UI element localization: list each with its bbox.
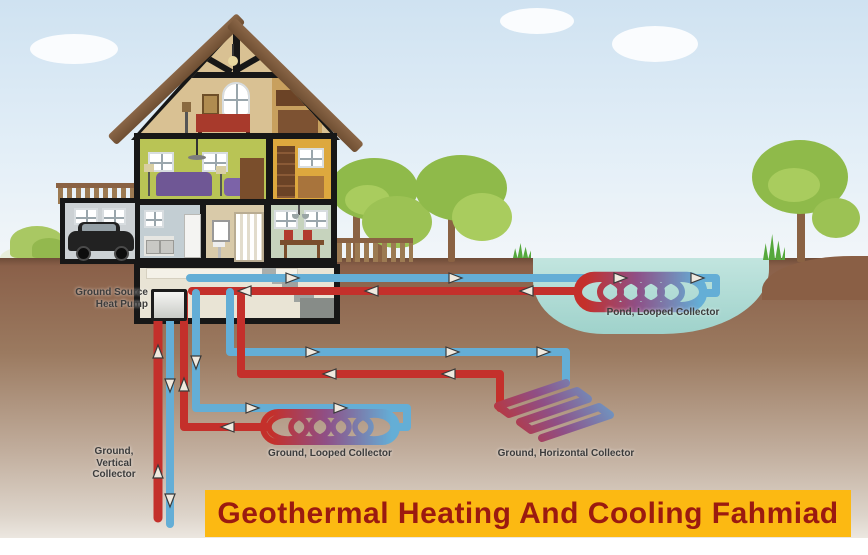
flow-arrow xyxy=(536,346,552,358)
sink-pedestal xyxy=(218,247,221,258)
flow-arrow xyxy=(285,272,301,284)
tree-canopy xyxy=(812,198,860,238)
flow-arrow xyxy=(440,368,456,380)
table-leg xyxy=(284,245,287,258)
window xyxy=(274,210,298,229)
tree-canopy xyxy=(452,193,512,241)
floor-lamp-pole xyxy=(148,172,150,196)
pendant-light xyxy=(196,139,198,155)
attic-window xyxy=(222,82,250,116)
bathroom xyxy=(206,205,264,262)
flow-arrow xyxy=(245,402,261,414)
basement-floor-slab xyxy=(300,298,334,318)
flow-arrow xyxy=(236,285,252,297)
table-leg xyxy=(317,245,320,258)
door xyxy=(240,158,264,199)
ground-horizontal-label: Ground, Horizontal Collector xyxy=(497,448,635,459)
flow-arrow xyxy=(305,346,321,358)
stairs-step xyxy=(262,268,276,276)
tree-canopy xyxy=(768,168,820,202)
flow-arrow xyxy=(690,272,706,284)
truss-king-post xyxy=(233,32,240,74)
vertical-collector-label: Ground, Vertical Collector xyxy=(92,446,136,480)
flow-arrow xyxy=(363,285,379,297)
title-banner: Geothermal Heating And Cooling Fahmiad xyxy=(205,490,851,537)
tree-trunk xyxy=(797,210,805,262)
flow-arrow xyxy=(518,285,534,297)
lamp-pole xyxy=(185,112,188,134)
cabinet-door xyxy=(160,240,174,254)
garage xyxy=(65,203,135,261)
flow-arrow xyxy=(190,355,202,371)
flow-arrow xyxy=(152,463,164,479)
cloud xyxy=(612,26,698,62)
floor-lamp-pole xyxy=(220,174,222,196)
pendant-light xyxy=(232,44,234,56)
tree-trunk xyxy=(448,203,455,262)
flow-arrow xyxy=(333,402,349,414)
tree-trunk xyxy=(353,198,360,262)
flow-arrow xyxy=(445,346,461,358)
cloud xyxy=(500,8,574,34)
truss-tie-beam xyxy=(188,72,284,78)
sink xyxy=(213,242,225,247)
chair xyxy=(284,230,293,243)
chandelier-shade xyxy=(302,214,309,219)
window xyxy=(298,148,324,168)
flow-arrow xyxy=(164,378,176,394)
mirror xyxy=(212,220,230,242)
floor-lamp-shade xyxy=(216,166,226,174)
chair xyxy=(303,230,312,243)
bush xyxy=(32,238,66,258)
flow-arrow xyxy=(178,376,190,392)
window xyxy=(102,208,126,225)
pendant-bulb xyxy=(228,56,238,66)
dining-table xyxy=(280,240,324,245)
study-room xyxy=(273,139,331,199)
window xyxy=(74,208,98,225)
dining-room xyxy=(271,205,331,258)
bookshelf xyxy=(277,146,295,198)
flow-arrow xyxy=(164,493,176,509)
pond-looped-label: Pond, Looped Collector xyxy=(606,307,720,318)
storage-boxes xyxy=(278,110,318,134)
chandelier-pole xyxy=(298,205,300,215)
flow-arrow xyxy=(219,421,235,433)
flow-arrow xyxy=(152,343,164,359)
lamp xyxy=(182,102,191,112)
heat-pump-unit xyxy=(151,289,187,321)
window xyxy=(144,210,164,228)
cabinet xyxy=(298,176,324,198)
fridge xyxy=(184,214,201,258)
cabinet-door xyxy=(146,240,160,254)
flow-arrow xyxy=(613,272,629,284)
shower xyxy=(234,212,264,262)
living-room xyxy=(140,139,266,199)
flow-arrow xyxy=(321,368,337,380)
floor-lamp-shade xyxy=(144,164,154,172)
kitchen xyxy=(140,205,201,258)
heat-pump-label: Ground Source Heat Pump xyxy=(75,287,148,310)
fence xyxy=(337,236,413,262)
ground-looped-label: Ground, Looped Collector xyxy=(268,448,392,459)
pendant-shade xyxy=(188,155,206,160)
chandelier-shade xyxy=(292,214,299,219)
window xyxy=(148,152,174,172)
red-sideboard xyxy=(196,114,250,132)
window xyxy=(304,210,328,229)
sofa xyxy=(156,172,212,196)
cloud xyxy=(30,34,118,64)
suv-car xyxy=(68,222,134,261)
flow-arrow xyxy=(448,272,464,284)
